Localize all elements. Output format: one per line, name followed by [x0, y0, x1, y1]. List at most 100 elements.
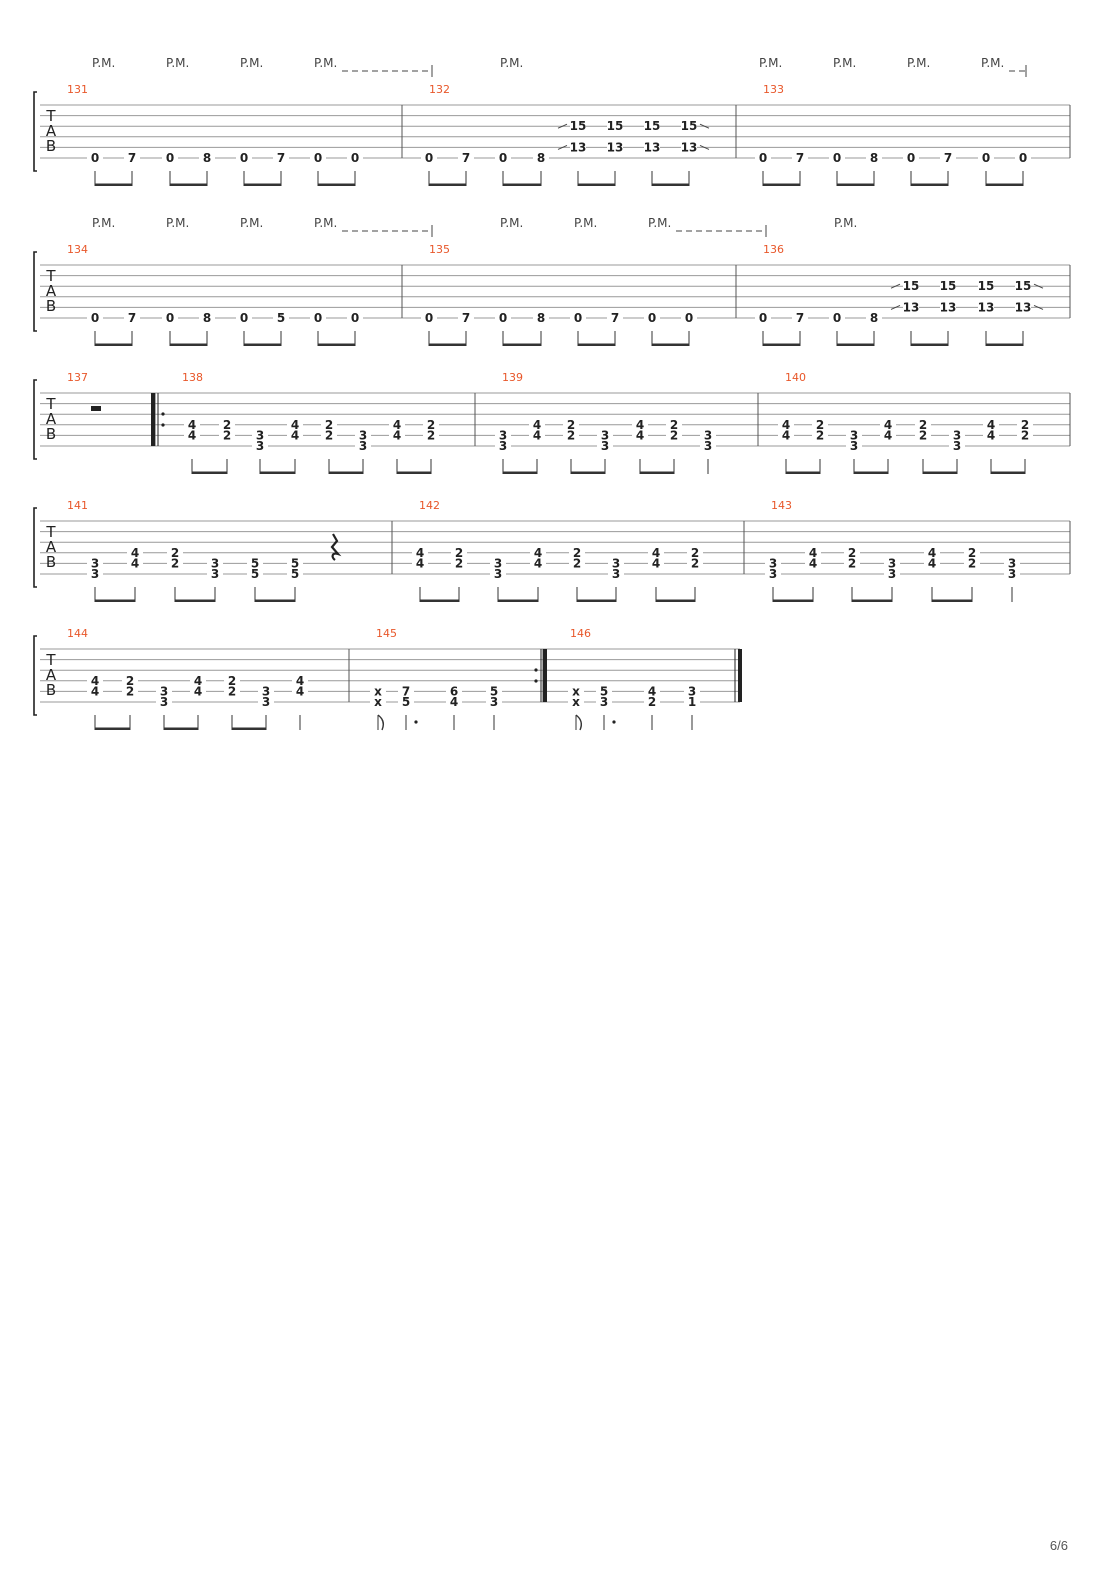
- fret-number: 4: [884, 418, 892, 432]
- fret-number: 3: [91, 567, 99, 581]
- fret-knockout: [666, 418, 682, 431]
- fret-knockout: [1004, 568, 1020, 580]
- fret-knockout: [812, 429, 828, 442]
- palm-mute-mark: P.M.: [240, 216, 263, 230]
- fret-knockout: [87, 557, 103, 570]
- fret-knockout: [412, 546, 428, 559]
- fret-knockout: [632, 429, 648, 442]
- fret-number: 0: [314, 311, 322, 325]
- fret-knockout: [607, 141, 623, 154]
- fret-number: 0: [759, 311, 767, 325]
- fret-number: 4: [416, 556, 424, 570]
- fret-number: 3: [850, 428, 858, 442]
- slide-out-mark: [699, 123, 710, 129]
- bar-number: 142: [419, 499, 440, 512]
- fret-number: 2: [919, 418, 927, 432]
- beam: [852, 599, 892, 602]
- fret-number: 3: [601, 439, 609, 453]
- fret-number: 5: [291, 556, 299, 570]
- slide-in-mark: [890, 304, 901, 310]
- fret-number: 2: [325, 428, 333, 442]
- fret-knockout: [940, 152, 956, 164]
- fret-number: 4: [652, 546, 660, 560]
- fret-number: 4: [194, 684, 202, 698]
- fret-number: 0: [166, 311, 174, 325]
- fret-number: 3: [262, 695, 270, 709]
- fret-knockout: [924, 546, 940, 559]
- fret-knockout: [983, 429, 999, 442]
- fret-knockout: [321, 418, 337, 431]
- fret-knockout: [287, 568, 303, 580]
- fret-knockout: [978, 301, 994, 314]
- beam: [503, 343, 541, 346]
- fret-knockout: [162, 312, 178, 324]
- tab-clef-letter: A: [46, 538, 57, 556]
- fret-knockout: [529, 429, 545, 442]
- fret-number: 7: [277, 151, 285, 165]
- fret-number: 7: [611, 311, 619, 325]
- fret-knockout: [287, 429, 303, 442]
- fret-number: 4: [648, 684, 656, 698]
- fret-knockout: [355, 429, 371, 442]
- palm-mute-mark: P.M.: [166, 56, 189, 70]
- fret-number: 3: [953, 439, 961, 453]
- fret-number: 0: [499, 151, 507, 165]
- fret-number: 2: [126, 674, 134, 688]
- fret-knockout: [533, 312, 549, 324]
- palm-mute-mark: P.M.: [907, 56, 930, 70]
- fret-knockout: [805, 546, 821, 559]
- fret-knockout: [207, 568, 223, 580]
- beam: [232, 727, 266, 730]
- fret-number: 2: [223, 428, 231, 442]
- fret-knockout: [127, 557, 143, 570]
- fret-number: 0: [351, 311, 359, 325]
- tab-clef-letter: T: [45, 651, 56, 669]
- fret-number: 1: [688, 695, 696, 709]
- fret-knockout: [829, 312, 845, 324]
- fret-number: 2: [573, 556, 581, 570]
- fret-number: 0: [499, 311, 507, 325]
- fret-number: 0: [833, 151, 841, 165]
- fret-knockout: [458, 152, 474, 164]
- fret-number: 2: [455, 546, 463, 560]
- fret-knockout: [124, 312, 140, 324]
- fret-knockout: [321, 429, 337, 442]
- fret-number: 0: [907, 151, 915, 165]
- palm-mute-mark: P.M.: [500, 56, 523, 70]
- tab-clef-letter: A: [46, 282, 57, 300]
- fret-number: 3: [494, 556, 502, 570]
- fret-knockout: [1017, 418, 1033, 431]
- fret-knockout: [903, 301, 919, 314]
- beam: [911, 343, 948, 346]
- fret-knockout: [866, 312, 882, 324]
- fret-number: 3: [160, 695, 168, 709]
- fret-knockout: [219, 429, 235, 442]
- palm-mute-mark: P.M.: [92, 216, 115, 230]
- beam: [571, 471, 605, 474]
- fret-knockout: [983, 418, 999, 431]
- fret-knockout: [199, 152, 215, 164]
- bar-number: 138: [182, 371, 203, 384]
- fret-number: 3: [888, 556, 896, 570]
- fret-number: 4: [987, 418, 995, 432]
- fret-knockout: [495, 152, 511, 164]
- fret-knockout: [880, 429, 896, 442]
- bar-number: 135: [429, 243, 450, 256]
- palm-mute-mark: P.M.: [500, 216, 523, 230]
- fret-knockout: [236, 312, 252, 324]
- tab-clef-letter: T: [45, 267, 56, 285]
- fret-number: 3: [1008, 556, 1016, 570]
- fret-number: 2: [567, 428, 575, 442]
- fret-knockout: [292, 674, 308, 687]
- fret-number: 3: [499, 439, 507, 453]
- beam: [318, 343, 355, 346]
- fret-number: 13: [1015, 300, 1032, 314]
- fret-number: 8: [537, 311, 545, 325]
- fret-knockout: [1015, 152, 1031, 164]
- fret-knockout: [687, 546, 703, 559]
- fret-knockout: [423, 418, 439, 431]
- beam: [95, 343, 132, 346]
